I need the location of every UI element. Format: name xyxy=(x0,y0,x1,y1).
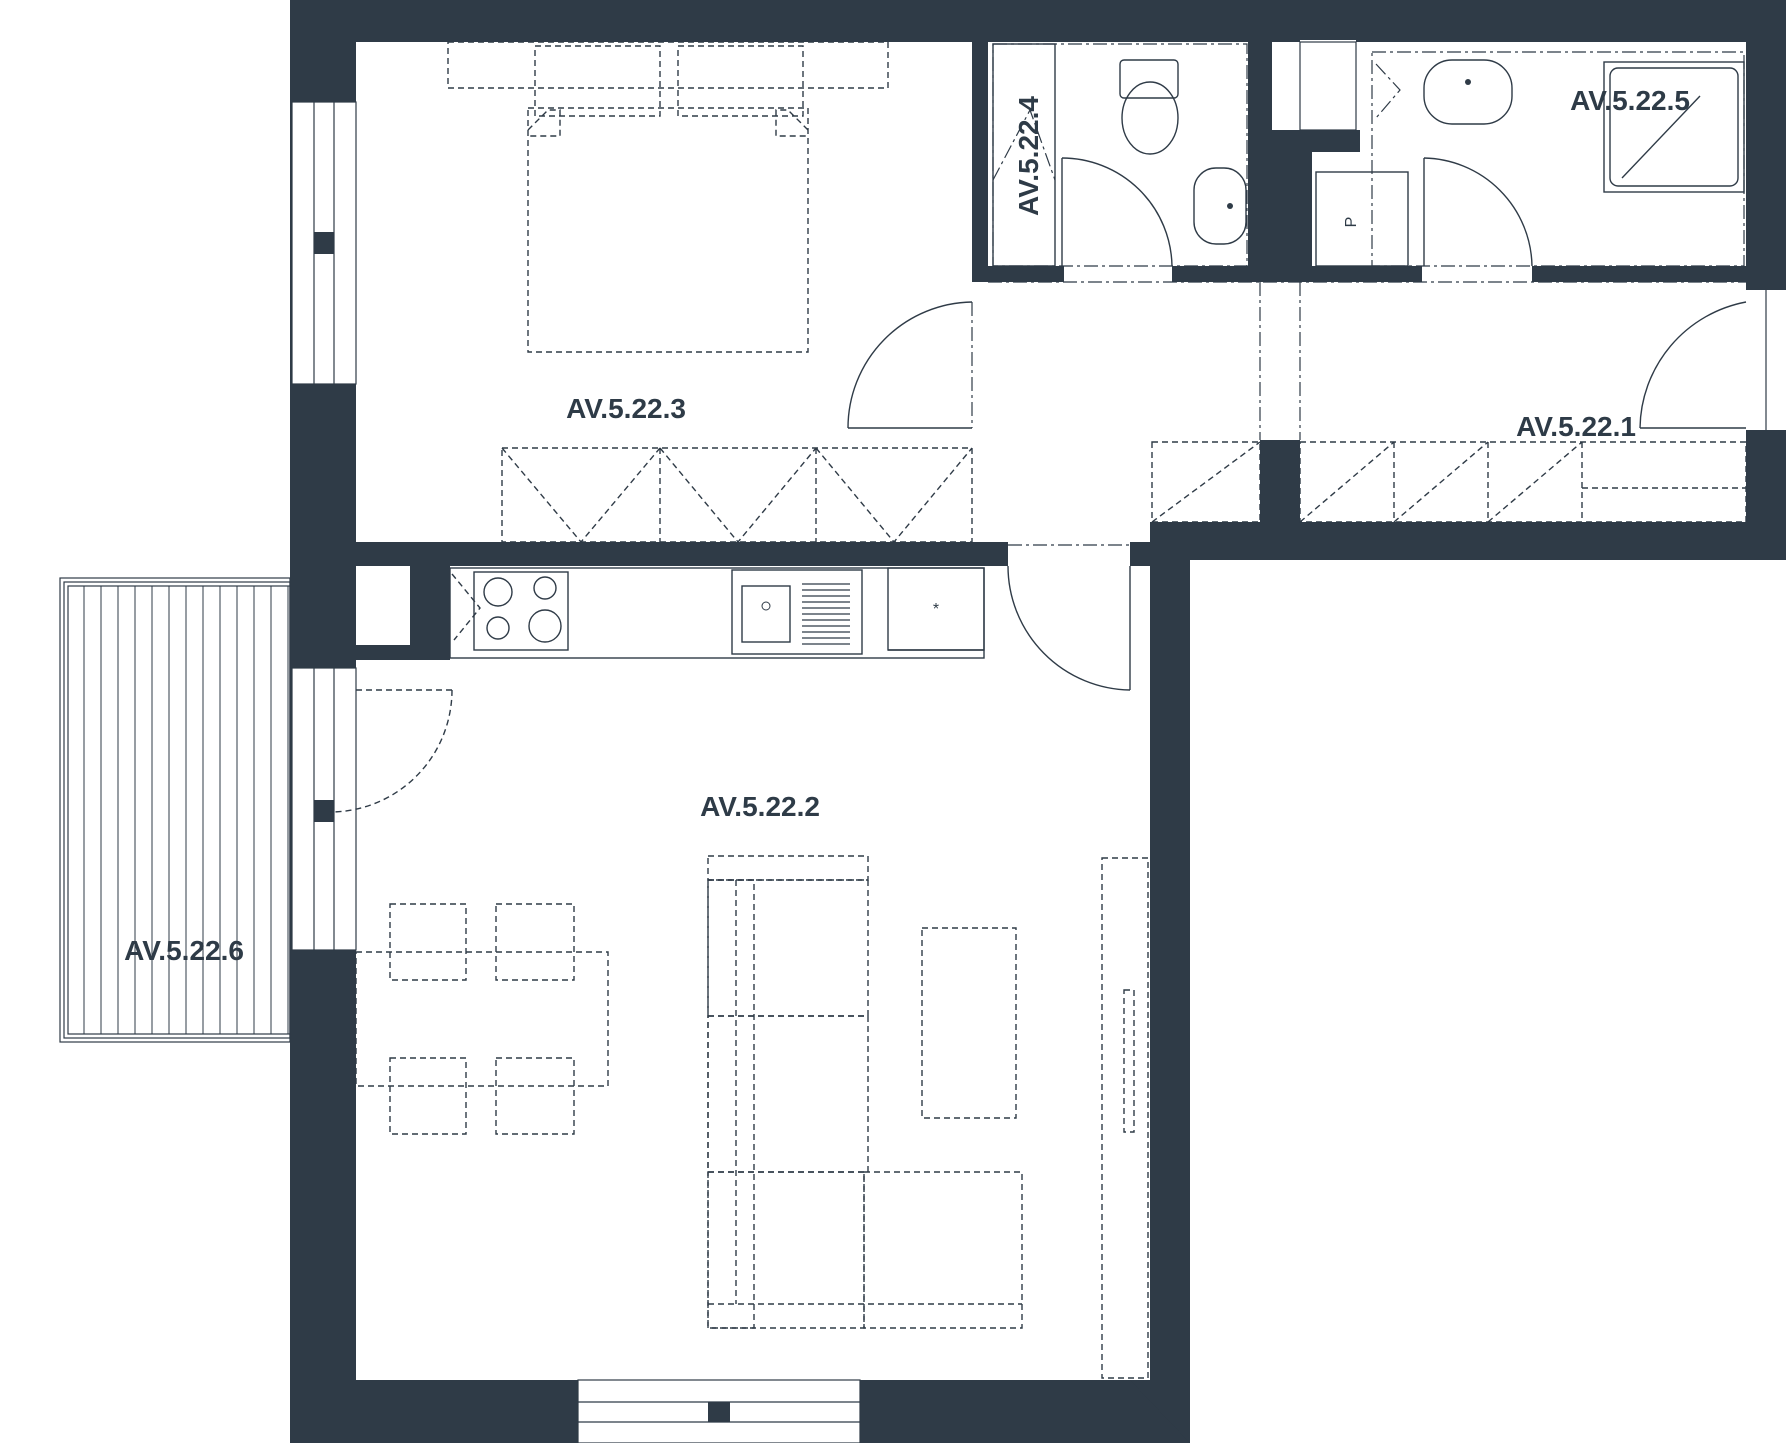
wall-bedroom-living xyxy=(290,542,1008,566)
wc-fixtures xyxy=(992,43,1248,267)
room-label-living: AV.5.22.2 xyxy=(700,791,820,822)
wall-kitchen-sill xyxy=(356,645,450,660)
wall-kitchen-stub xyxy=(1130,542,1190,566)
wall-wing-bottom xyxy=(1150,522,1786,560)
sofa xyxy=(707,879,755,1329)
wall-wc-right xyxy=(1248,42,1272,282)
entrance-door xyxy=(1639,301,1747,429)
toilet xyxy=(1119,59,1179,99)
hob xyxy=(473,571,569,651)
hall-fixtures xyxy=(988,281,1747,691)
sofa-back xyxy=(707,855,869,881)
wardrobe xyxy=(501,447,973,543)
wall-bedroom-right xyxy=(972,42,988,282)
balcony xyxy=(59,577,291,1043)
bath-sink xyxy=(1423,59,1513,125)
wall-wc-bottom-b xyxy=(1172,266,1248,282)
dining-chair xyxy=(495,1057,575,1135)
room-label-balcony: AV.5.22.6 xyxy=(124,935,244,966)
balcony-slats xyxy=(83,586,289,1034)
room-label-bedroom: AV.5.22.3 xyxy=(566,393,686,424)
dining-chair xyxy=(495,903,575,981)
balcony-door-swing xyxy=(329,689,453,813)
boiler xyxy=(1315,171,1409,267)
dining-table xyxy=(355,951,609,1087)
bath-niche-outline xyxy=(1299,41,1357,131)
wall-right-upper xyxy=(1746,0,1786,290)
coffee-table xyxy=(921,927,1017,1119)
wall-bath-bottom-a xyxy=(1312,266,1422,282)
double-bed xyxy=(527,107,809,353)
fridge-mark: * xyxy=(933,601,939,618)
kitchen-counter xyxy=(449,567,985,659)
room-label-wc: AV.5.22.4 xyxy=(1013,96,1044,216)
wc-sink xyxy=(1193,167,1247,245)
dining-chair xyxy=(389,1057,467,1135)
room-label-hall: AV.5.22.1 xyxy=(1516,411,1636,442)
wall-bath-pier-2 xyxy=(1272,130,1312,282)
room-label-bathroom: AV.5.22.5 xyxy=(1570,85,1690,116)
bedroom-door xyxy=(847,301,973,429)
kitchen-sink xyxy=(731,569,863,655)
living-door xyxy=(1007,565,1131,691)
bath-niche xyxy=(1300,40,1356,130)
wall-bevel-left xyxy=(290,1380,356,1443)
tv-unit xyxy=(1101,857,1149,1379)
wall-kitchen-pier xyxy=(410,566,450,658)
wall-hall-column xyxy=(1260,440,1300,522)
wall-wc-bottom-a xyxy=(988,266,1064,282)
drainboard xyxy=(802,583,850,645)
wall-bath-bottom-b xyxy=(1532,266,1746,282)
wall-living-right xyxy=(1150,540,1190,1443)
kitchen-fixtures: * xyxy=(449,567,985,659)
dining-chair xyxy=(389,903,467,981)
hall-wardrobe xyxy=(1299,441,1747,523)
wc-door xyxy=(1061,157,1173,267)
boiler-label: P xyxy=(1343,217,1360,228)
living-furniture xyxy=(329,689,1149,1379)
bedroom-furniture xyxy=(447,41,973,544)
tv xyxy=(1123,989,1135,1133)
shower xyxy=(1603,61,1745,193)
room-labels: AV.5.22.3 AV.5.22.1 AV.5.22.5 AV.5.22.4 … xyxy=(124,85,1690,966)
wall-bevel-right xyxy=(1130,1380,1190,1443)
windows xyxy=(291,101,1786,1443)
bathroom-door xyxy=(1423,157,1533,267)
bathroom-fixtures: P xyxy=(1315,51,1745,267)
wall-top xyxy=(290,0,1786,42)
